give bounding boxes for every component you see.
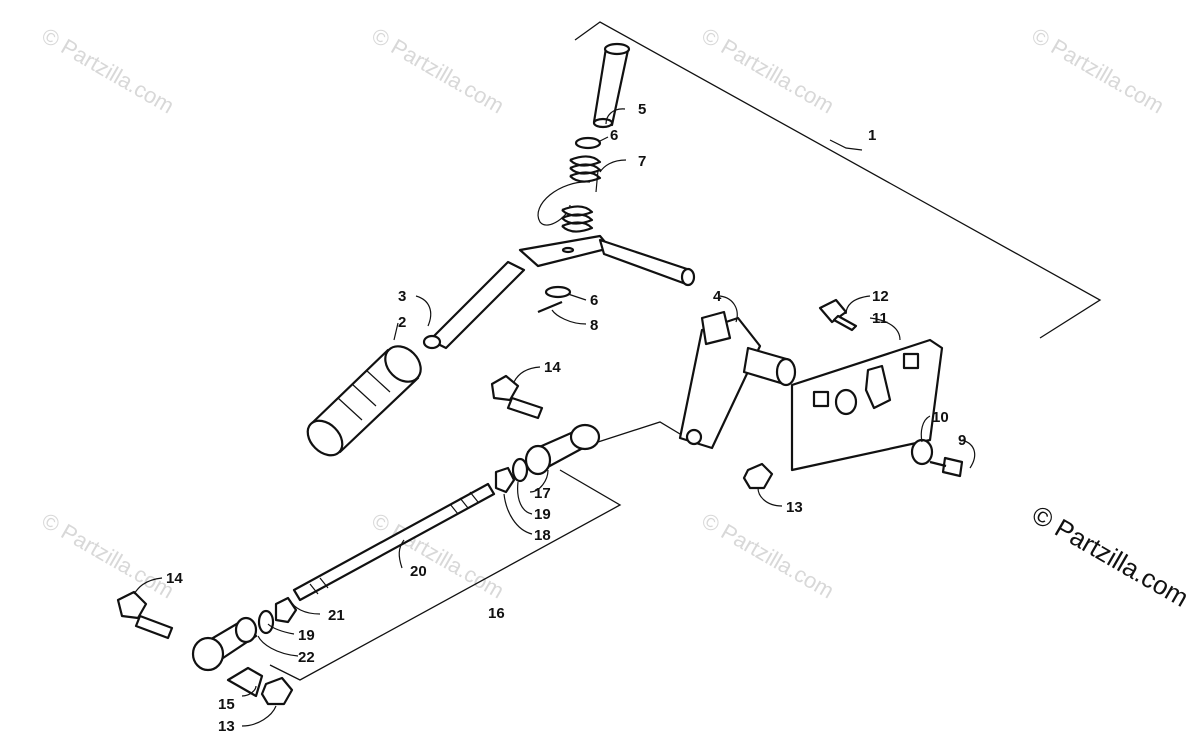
watermark: © Partzilla.com xyxy=(38,23,179,119)
watermark: © Partzilla.com xyxy=(698,508,839,604)
washer-part-6-lower xyxy=(544,285,572,299)
callouts: 1 2 3 4 5 6 6 7 8 9 10 11 12 13 13 14 14… xyxy=(166,101,966,735)
nut-part-13-upper xyxy=(742,462,774,490)
bolt-part-12 xyxy=(818,298,858,332)
bolt-part-14-upper xyxy=(490,374,544,420)
pin-part-5 xyxy=(592,42,631,129)
callout-13-upper: 13 xyxy=(786,499,803,516)
callout-21: 21 xyxy=(328,607,345,624)
callout-15: 15 xyxy=(218,696,235,713)
callout-8: 8 xyxy=(590,317,598,334)
spring-part-7 xyxy=(537,155,602,233)
callout-20: 20 xyxy=(410,563,427,580)
arm-part-4 xyxy=(678,310,797,450)
callout-4: 4 xyxy=(713,288,722,305)
plate-part-11 xyxy=(790,338,944,472)
assembly-bracket-1 xyxy=(574,21,1102,339)
callout-19-upper: 19 xyxy=(534,506,551,523)
cotter-pin-part-8 xyxy=(537,300,563,314)
callout-14-upper: 14 xyxy=(544,359,561,376)
leader-lines xyxy=(133,108,976,727)
callout-12: 12 xyxy=(872,288,889,305)
lever-part-3 xyxy=(422,234,696,350)
callout-7: 7 xyxy=(638,153,646,170)
assembly-bracket-16 xyxy=(269,469,622,681)
callout-3: 3 xyxy=(398,288,406,305)
callout-17: 17 xyxy=(534,485,551,502)
callout-14-lower: 14 xyxy=(166,570,183,587)
callout-9: 9 xyxy=(958,432,966,449)
washer-part-6-upper xyxy=(574,136,602,150)
callout-6-lower: 6 xyxy=(590,292,598,309)
rod-end-part-17 xyxy=(524,423,601,476)
callout-19-lower: 19 xyxy=(298,627,315,644)
callout-2: 2 xyxy=(398,314,406,331)
nut-part-13-lower xyxy=(260,676,294,706)
watermark: © Partzilla.com xyxy=(368,23,509,119)
bolt-part-14-lower xyxy=(116,590,174,640)
nut-part-18 xyxy=(494,466,516,494)
callout-22: 22 xyxy=(298,649,315,666)
washer-part-10 xyxy=(910,438,934,466)
nut-part-21 xyxy=(274,596,298,624)
watermark: © Partzilla.com xyxy=(1028,23,1169,119)
rod-part-20 xyxy=(292,482,496,602)
rod-end-part-22 xyxy=(191,616,258,672)
callout-18: 18 xyxy=(534,527,551,544)
watermark: © Partzilla.com xyxy=(38,508,179,604)
rod-end-link-line xyxy=(597,421,691,443)
washer-part-19-upper xyxy=(511,457,529,483)
callout-5: 5 xyxy=(638,101,646,118)
copyright-notice: © Partzilla.com xyxy=(1027,499,1194,613)
callout-6-upper: 6 xyxy=(610,127,618,144)
callout-11: 11 xyxy=(872,310,888,327)
grip-part-2 xyxy=(306,345,422,457)
washer-part-19-lower xyxy=(257,609,275,635)
callout-13-lower: 13 xyxy=(218,718,235,735)
bolt-part-9 xyxy=(929,456,964,478)
callout-10: 10 xyxy=(932,409,949,426)
callout-1: 1 xyxy=(868,127,876,144)
spacer-part-15 xyxy=(226,666,264,698)
callout-16: 16 xyxy=(488,605,505,622)
watermark: © Partzilla.com xyxy=(698,23,839,119)
